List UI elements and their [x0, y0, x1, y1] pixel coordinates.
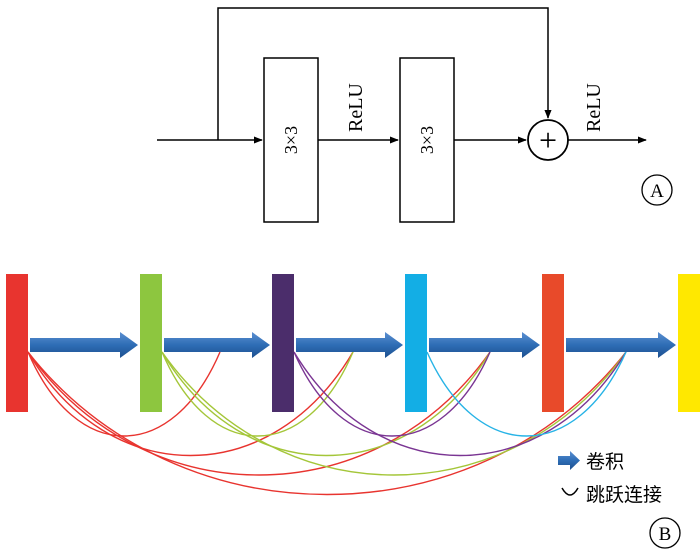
conv-arrow-4: [429, 332, 540, 358]
identity-skip-path: [217, 7, 552, 140]
feature-layer-3: [272, 274, 294, 412]
feature-layer-5: [542, 274, 564, 412]
conv-block-2-label: 3×3: [417, 126, 437, 154]
feature-layer-6: [678, 274, 700, 412]
relu-label-1: ReLU: [345, 83, 367, 132]
legend-skip-label: 跳跃连接: [586, 484, 662, 506]
feature-layer-2: [140, 274, 162, 412]
legend-conv-label: 卷积: [586, 451, 624, 473]
skip-connection-4-to-6: [426, 351, 627, 437]
skip-connection-1-to-4: [27, 351, 354, 457]
conv-arrow-5: [566, 332, 676, 358]
legend-conv-arrow-icon: [558, 451, 580, 470]
legend-skip-icon: [561, 487, 579, 496]
skip-connection-3-to-6: [293, 351, 627, 457]
legend: 卷积 跳跃连接: [558, 451, 662, 506]
conv-block-2: [399, 57, 455, 223]
skip-connection-1-to-6: [27, 351, 627, 496]
panel-b-dense-block: 卷积 跳跃连接 B: [6, 274, 700, 549]
feature-layer-4: [405, 274, 427, 412]
panel-b-label-circle: [649, 517, 681, 549]
panel-a-label: A: [650, 181, 664, 202]
skip-connection-1-to-5: [27, 351, 491, 476]
feature-layers: [6, 274, 700, 412]
conv-arrows: [30, 332, 676, 358]
conv-block-1-label: 3×3: [281, 126, 301, 154]
feature-layer-1: [6, 274, 28, 412]
skip-connection-3-to-5: [293, 351, 491, 437]
conv-arrow-3: [296, 332, 403, 358]
conv-arrow-2: [164, 332, 270, 358]
skip-connection-2-to-6: [161, 351, 627, 476]
skip-connection-2-to-4: [161, 351, 354, 437]
panel-a-residual-block: 3×3 ReLU 3×3 + ReLU A: [157, 7, 673, 223]
skip-connection-2-to-5: [161, 351, 491, 457]
panel-b-label: B: [659, 524, 672, 545]
skip-connections: [27, 351, 627, 496]
skip-connection-1-to-3: [27, 351, 221, 437]
relu-label-2: ReLU: [583, 83, 605, 132]
conv-block-1: [263, 57, 319, 223]
panel-a-label-circle: [641, 174, 673, 206]
conv-arrow-1: [30, 332, 138, 358]
add-symbol: +: [539, 122, 557, 158]
